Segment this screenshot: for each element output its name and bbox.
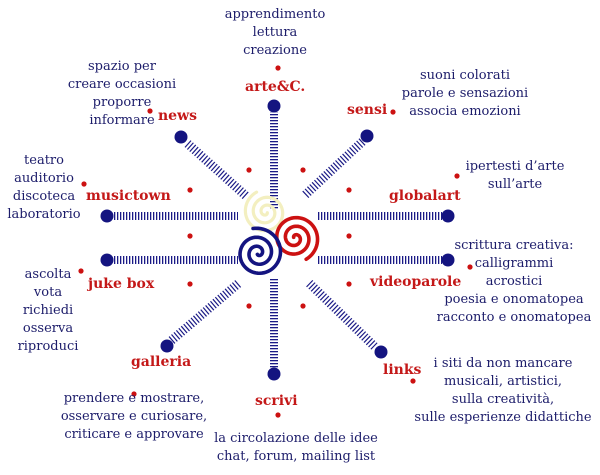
nav-galleria[interactable]: galleria [131, 354, 192, 370]
spoke-jukebox [114, 256, 238, 264]
red-dots [78, 65, 473, 418]
red-dot [275, 65, 281, 71]
red-dot [390, 109, 396, 115]
red-dot [246, 303, 252, 309]
red-dot [346, 233, 352, 239]
nav-globalart[interactable]: globalart [389, 188, 461, 204]
red-dot [275, 412, 281, 418]
desc-news: spazio per creare occasioni proporre inf… [67, 59, 177, 128]
red-dot [300, 303, 306, 309]
spoke-news [184, 140, 249, 200]
desc-globalart: ipertesti d’arte sull’arte [465, 159, 565, 192]
node-videoparole [441, 253, 455, 267]
node-scrivi [267, 367, 281, 381]
red-dot [81, 181, 87, 187]
nav-musictown[interactable]: musictown [86, 188, 171, 204]
spoke-arte [270, 112, 278, 210]
desc-links: i siti da non mancare musicali, artistic… [414, 356, 592, 425]
red-dot [246, 167, 252, 173]
red-dot [187, 281, 193, 287]
nav-sensi[interactable]: sensi [347, 102, 388, 118]
spoke-videoparole [318, 256, 442, 264]
nav-jukebox[interactable]: juke box [88, 276, 155, 292]
nav-links[interactable]: links [383, 362, 422, 378]
spiral-navy [238, 226, 283, 276]
spoke-scrivi [270, 278, 278, 370]
desc-jukebox: ascolta vota richiedi osserva riproduci [17, 267, 79, 354]
spoke-galleria [168, 280, 242, 344]
node-links [374, 345, 388, 359]
node-globalart [441, 209, 455, 223]
desc-scrivi: la circolazione delle idee chat, forum, … [214, 431, 378, 464]
spoke-musictown [114, 212, 238, 220]
node-jukebox [100, 253, 114, 267]
nav-videoparole[interactable]: videoparole [370, 274, 462, 290]
spoke-links [306, 279, 378, 350]
spoke-sensi [302, 138, 366, 199]
desc-arte: apprendimento lettura creazione [224, 7, 326, 58]
spokes [114, 112, 442, 370]
red-dot [147, 108, 153, 114]
desc-galleria: prendere e mostrare, osservare e curiosa… [60, 391, 208, 442]
node-news [174, 130, 188, 144]
red-dot [187, 187, 193, 193]
red-dot [187, 233, 193, 239]
red-dot [131, 391, 137, 397]
red-dot [346, 281, 352, 287]
red-dot [467, 264, 473, 270]
spoke-globalart [318, 212, 442, 220]
nav-arte[interactable]: arte&C. [245, 79, 306, 95]
red-dot [410, 378, 416, 384]
red-dot [300, 167, 306, 173]
node-galleria [160, 339, 174, 353]
desc-sensi: suoni colorati parole e sensazioni assoc… [401, 68, 529, 119]
nodes [100, 99, 455, 381]
spiral-logo [238, 190, 320, 276]
node-musictown [100, 209, 114, 223]
nav-scrivi[interactable]: scrivi [255, 393, 298, 409]
node-sensi [360, 129, 374, 143]
nav-news[interactable]: news [158, 108, 198, 124]
node-arte [267, 99, 281, 113]
red-dot [454, 173, 460, 179]
red-dot [346, 187, 352, 193]
red-dot [78, 268, 84, 274]
spiral-red [274, 215, 320, 262]
desc-videoparole: scrittura creativa: calligrammi acrostic… [436, 238, 592, 325]
desc-musictown: teatro auditorio discoteca laboratorio [7, 153, 81, 222]
